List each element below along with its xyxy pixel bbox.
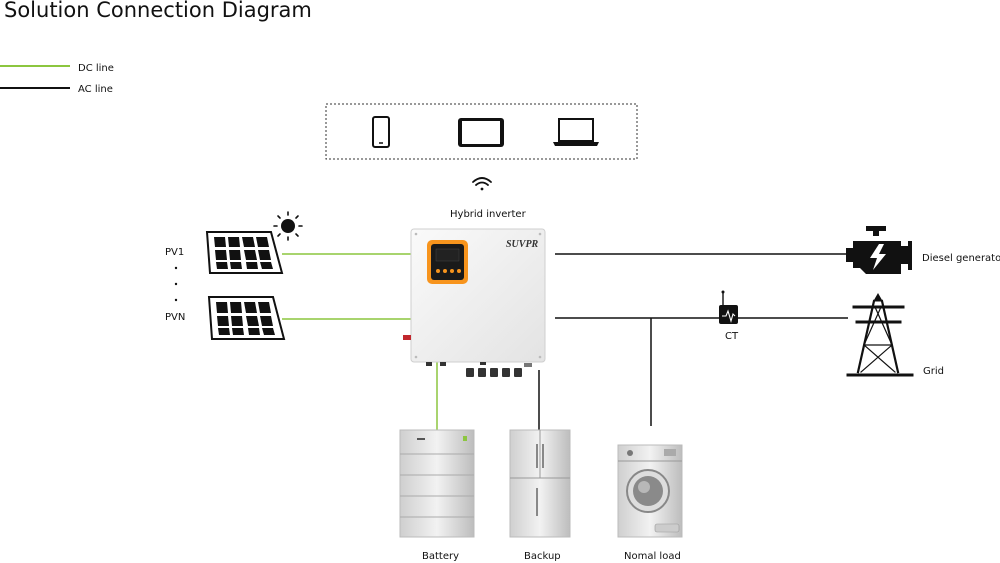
washing-machine-icon [617, 444, 683, 538]
transmission-tower-icon [846, 292, 914, 377]
refrigerator-icon [509, 429, 571, 538]
ct-sensor-icon [719, 290, 738, 324]
sun-icon [273, 211, 303, 241]
inverter-brand: SUVPR [506, 239, 539, 250]
solar-panel-icon [205, 231, 284, 274]
diesel-generators-label: Diesel generators [922, 253, 1000, 264]
engine-icon [846, 226, 912, 274]
phone-icon [372, 116, 390, 148]
hybrid-inverter [403, 228, 546, 377]
laptop-icon [553, 118, 599, 146]
pv-ellipsis [174, 266, 178, 302]
wifi-icon [472, 177, 492, 191]
battery-label: Battery [422, 551, 460, 562]
battery-stack-icon [399, 429, 475, 538]
solar-panel-icon [207, 296, 286, 340]
normal-load-label: Nomal load [624, 551, 681, 562]
hybrid-inverter-label: Hybrid inverter [450, 209, 526, 220]
grid-label: Grid [923, 366, 944, 377]
backup-label: Backup [524, 551, 561, 562]
page-title: Solution Connection Diagram [4, 0, 312, 22]
pv1-label: PV1 [165, 247, 185, 258]
tablet-icon [458, 118, 504, 147]
pvn-label: PVN [165, 312, 186, 323]
legend-dc-label: DC line [78, 63, 114, 74]
monitoring-devices-box [325, 103, 638, 160]
legend-ac-label: AC line [78, 84, 113, 95]
ct-label: CT [725, 331, 739, 342]
